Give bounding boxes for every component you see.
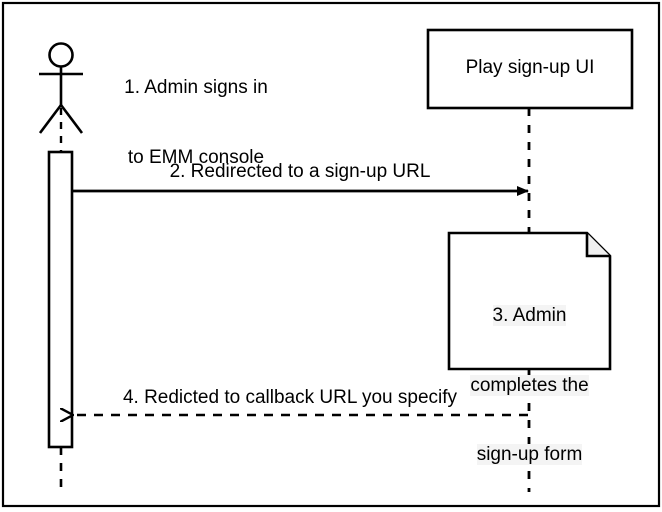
note-text-line-2: completes the xyxy=(470,374,589,396)
stick-figure-actor-icon xyxy=(38,42,84,134)
note-text-line-1: 3. Admin xyxy=(492,305,567,327)
message-label-step-2: 2. Redirected to a sign-up URL xyxy=(169,161,431,182)
actor-caption-line-2: to EMM console xyxy=(127,146,265,168)
participant-label-play-signup-ui: Play sign-up UI xyxy=(465,57,595,78)
actor-caption-line-1: 1. Admin signs in xyxy=(124,77,268,99)
actor-activation-bar xyxy=(47,150,74,449)
note-shape-step-3 xyxy=(447,231,612,371)
note-text-step-3: 3. Admin completes the sign-up form xyxy=(452,258,607,512)
note-folded-corner-icon xyxy=(585,233,610,258)
note-text-line-3: sign-up form xyxy=(476,444,583,466)
participant-box-play-signup-ui xyxy=(426,28,634,110)
message-label-step-4: 4. Redicted to callback URL you specify xyxy=(122,387,458,408)
actor-caption-step-1: 1. Admin signs in to EMM console xyxy=(96,30,296,215)
